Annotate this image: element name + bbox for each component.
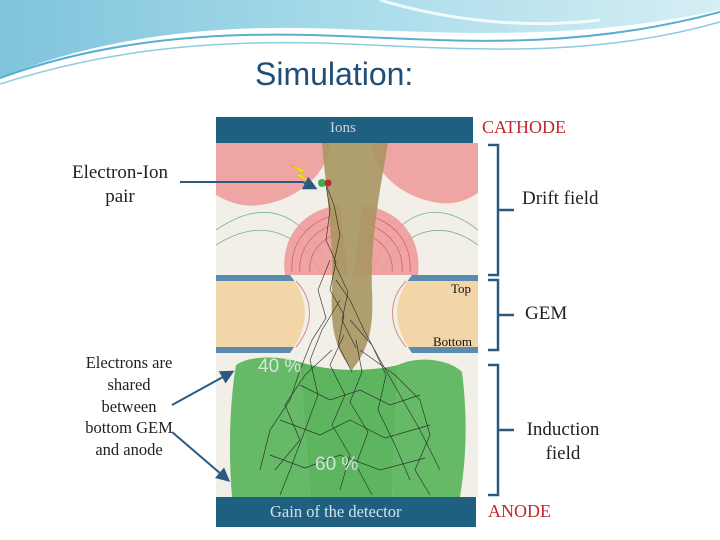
electron-ion-pair-label: Electron-Ion pair [71,162,168,207]
header-wave-decoration [0,0,720,85]
gem-brace [488,278,514,352]
anode-label: ANODE [488,501,551,521]
drift-field-brace [488,143,514,277]
electrons-shared-arrows [171,370,235,482]
upper-percent-label: 40 % [258,356,301,377]
gem-label: GEM [525,303,568,324]
drift-field-label: Drift field [522,188,599,209]
gem-bottom-label: Bottom [433,334,473,349]
electron-ion-pair-arrow [180,176,318,190]
induction-field-brace [488,363,514,497]
lower-percent-label: 60 % [315,454,358,475]
anode-bar [216,497,476,527]
gain-of-detector-label: Gain of the detector [270,502,402,521]
electrons-shared-label: Electrons are shared between bottom GEM … [85,353,173,460]
simulation-image [216,143,478,497]
slide-title: Simulation: [255,56,414,92]
cathode-bar [216,117,473,143]
electron-dot [318,179,326,187]
cathode-label: CATHODE [482,117,566,137]
induction-field-label: Induction field [526,419,600,464]
ion-dot [324,179,332,187]
gem-top-label: Top [451,281,472,296]
ions-label: Ions [330,120,356,136]
